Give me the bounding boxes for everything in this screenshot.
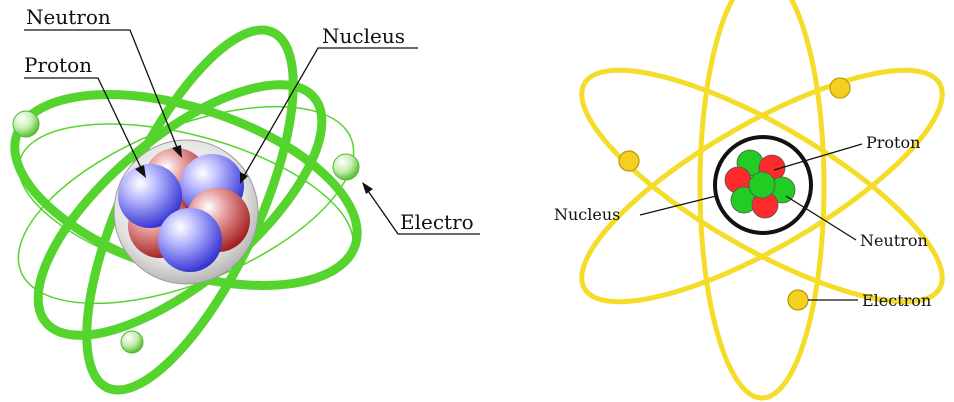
orbit-diagonal-down (579, 67, 945, 305)
electron-ball-top-left (12, 110, 40, 138)
proton-leader (24, 77, 143, 171)
arrowheads (135, 145, 373, 194)
proton-ball (118, 164, 182, 228)
electron-ball-right (332, 153, 360, 181)
electron-ball-bottom (120, 330, 144, 354)
right-atom-svg: Proton Nucleus Neutron Electron (554, 0, 945, 401)
label-electron: Electron (862, 291, 931, 310)
neutron-leader (785, 195, 857, 241)
label-nucleus: Nucleus (554, 205, 620, 224)
electrons (12, 110, 360, 354)
nucleus-leader (243, 47, 418, 177)
nucleus-leader (639, 195, 717, 216)
nucleus (113, 139, 259, 285)
label-proton: Proton (866, 133, 920, 152)
left-atom-diagram: Neutron Proton Nucleus Electro (10, 5, 480, 395)
orbit-diagonal-up (579, 67, 945, 305)
label-neutron: Neutron (26, 5, 111, 29)
orbits (579, 0, 945, 401)
electrons (618, 77, 851, 311)
orbit-vertical (697, 0, 827, 401)
label-proton: Proton (24, 53, 92, 77)
left-atom-svg: Neutron Proton Nucleus Electro (10, 5, 480, 395)
neutron-leader (24, 29, 179, 151)
leader-lines (639, 143, 863, 301)
label-neutron: Neutron (860, 231, 928, 250)
electron-arrowhead (362, 182, 373, 194)
nucleus-arrowhead (240, 172, 248, 184)
neutron-arrowhead (172, 145, 182, 158)
proton-ball (158, 208, 222, 272)
leader-lines (24, 29, 480, 235)
label-nucleus: Nucleus (322, 24, 405, 48)
right-atom-diagram: Proton Nucleus Neutron Electron (480, 0, 954, 402)
label-electron: Electro (400, 210, 474, 234)
proton-arrowhead (135, 165, 146, 178)
neutron-ball (748, 171, 776, 199)
electron-ball-top-right (829, 77, 851, 99)
proton-leader (773, 143, 863, 171)
electron-ball-bottom-right (787, 289, 809, 311)
electron-leader (365, 187, 480, 235)
electron-ball-left (618, 150, 640, 172)
nucleus (713, 135, 813, 235)
